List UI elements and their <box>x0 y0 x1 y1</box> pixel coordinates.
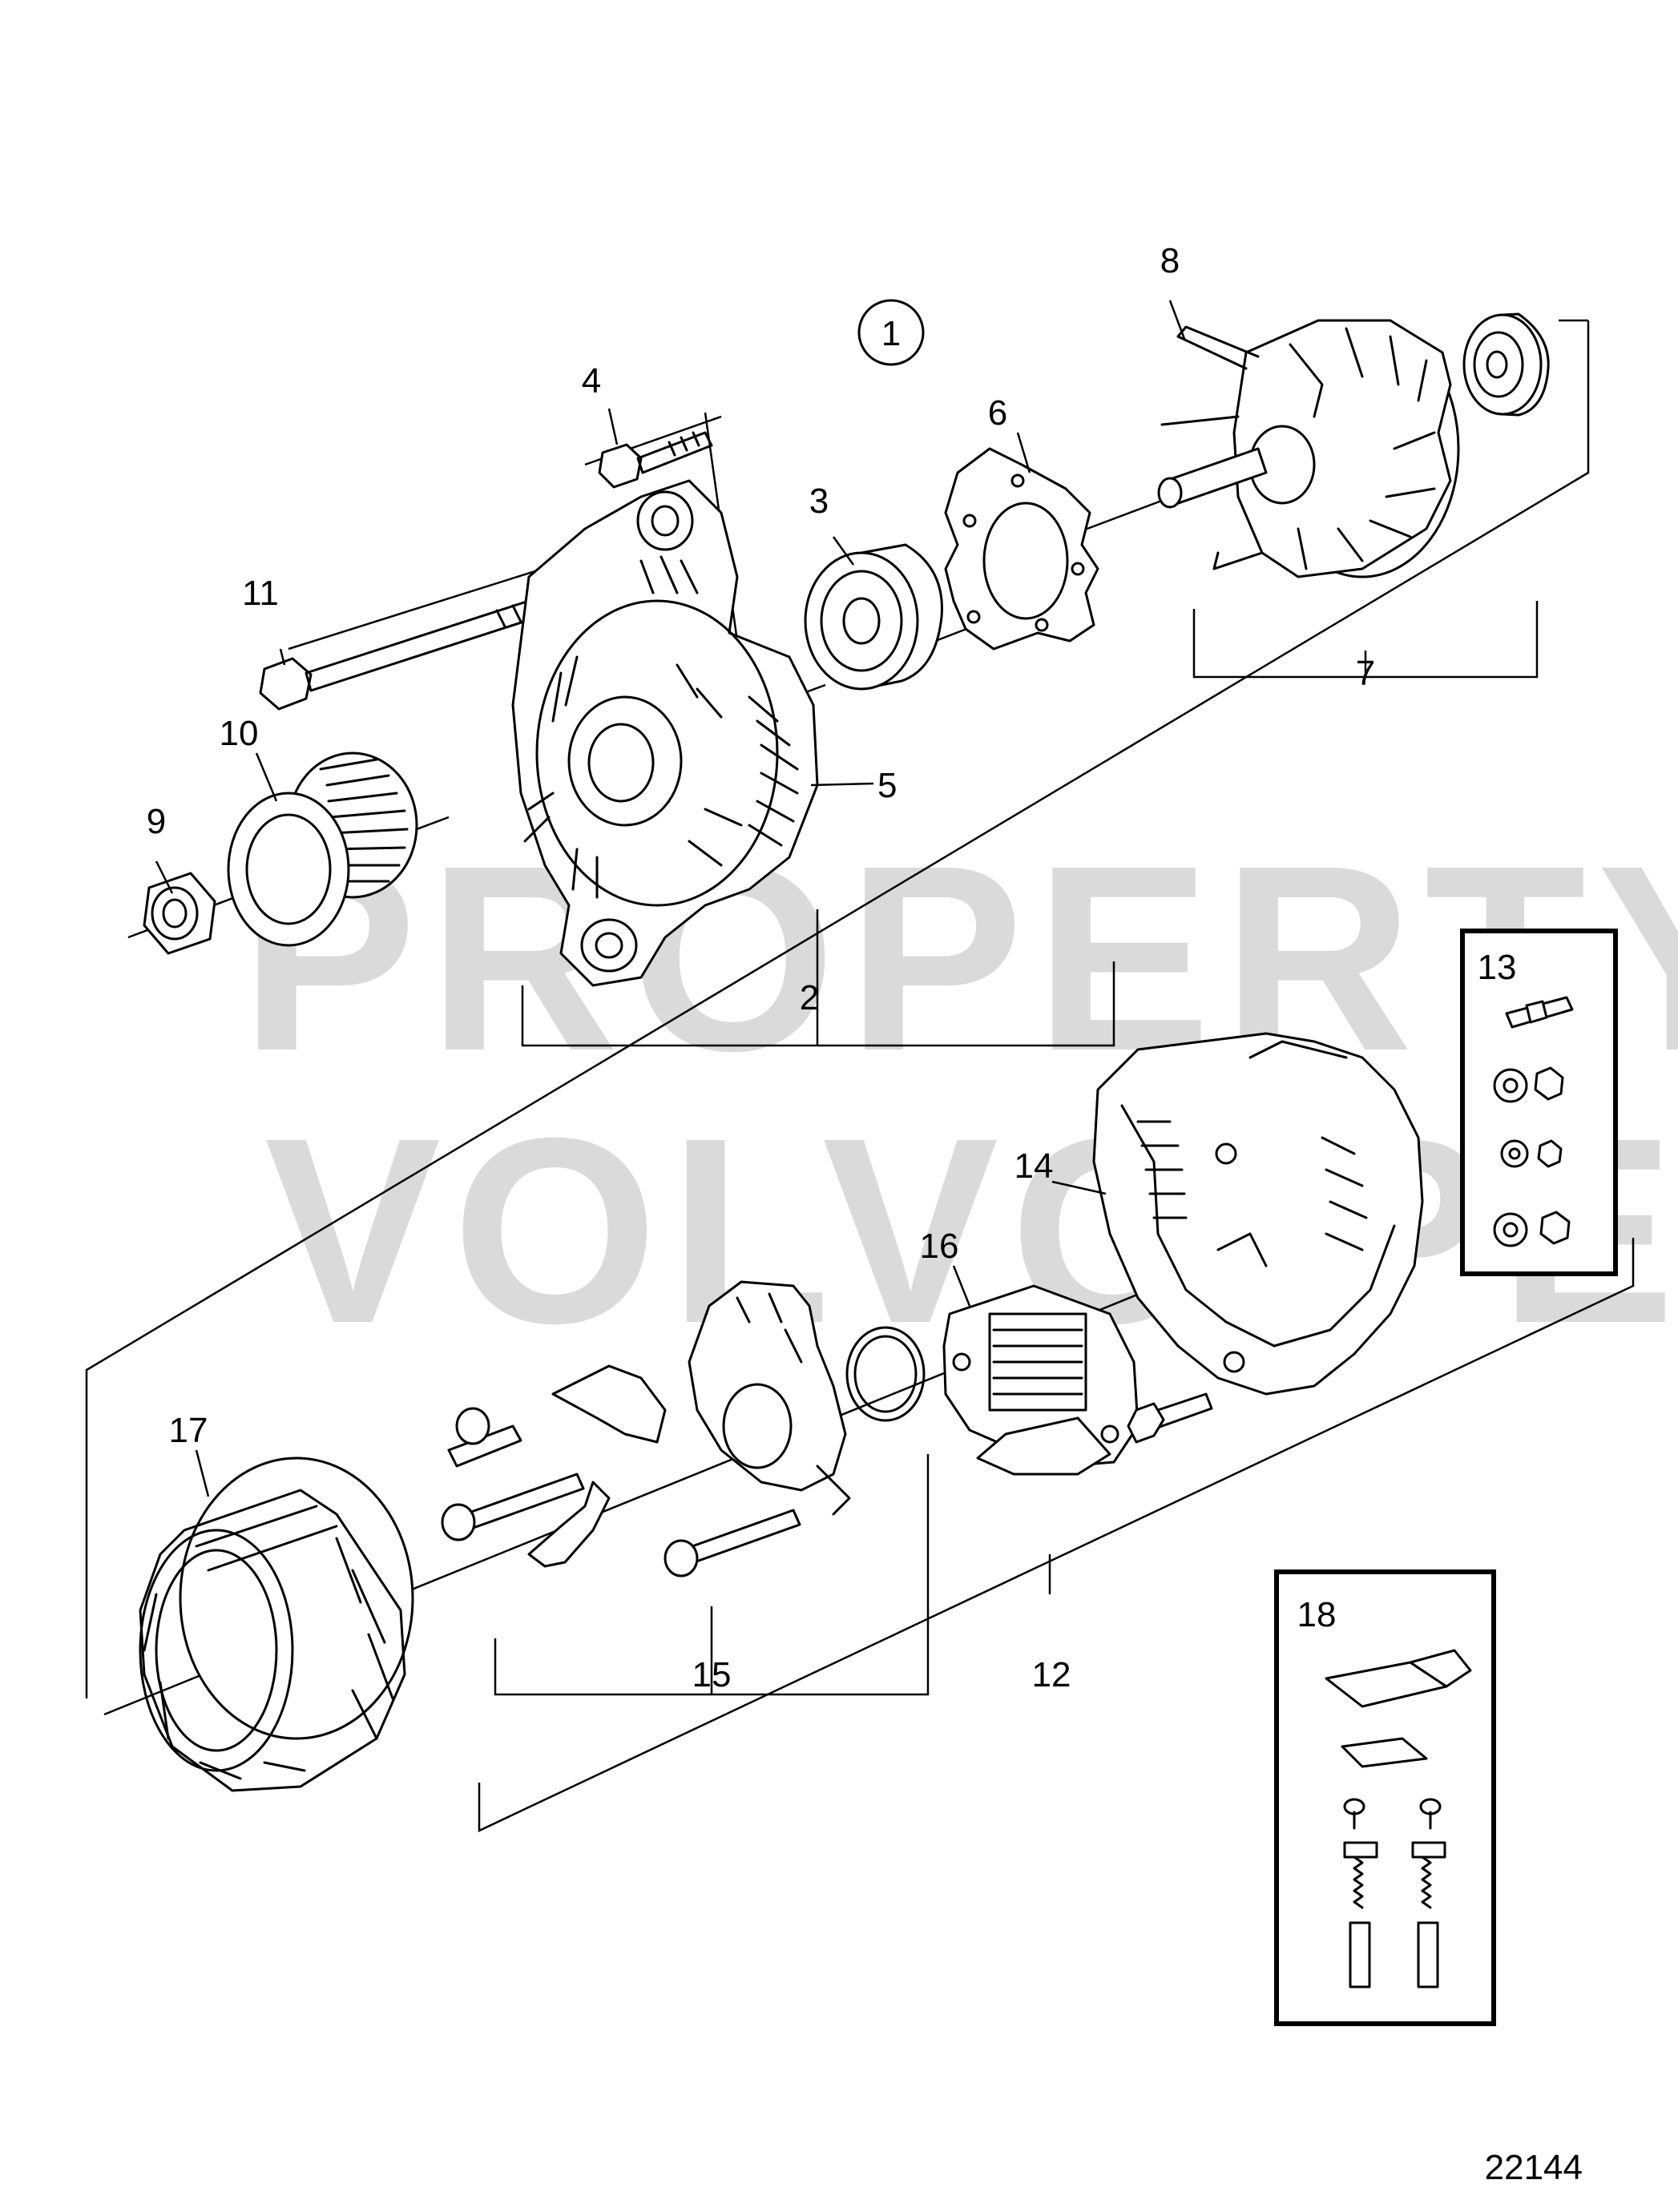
part-3-bearing <box>804 543 943 691</box>
callout-16: 16 <box>920 1227 959 1266</box>
part-4-screw <box>598 431 713 489</box>
callout-7: 7 <box>1356 654 1375 693</box>
callout-2: 2 <box>800 978 819 1017</box>
callout-3: 3 <box>809 481 829 521</box>
kit-box-13 <box>1460 929 1618 1276</box>
callout-5: 5 <box>877 766 897 805</box>
part-9-nut <box>143 872 216 955</box>
callout-11: 11 <box>242 574 279 613</box>
part-8-bearing <box>1462 312 1550 417</box>
part-6-retaining-plate <box>944 447 1099 651</box>
part-17-stator <box>139 1457 414 1792</box>
callout-4: 4 <box>582 361 601 401</box>
callout-8: 8 <box>1160 241 1180 280</box>
drawing-number: 22144 <box>1485 2148 1583 2187</box>
watermark: PROPERTY OF VOLVO PENTA <box>240 810 1678 1378</box>
part-5-drive-end-housing <box>511 479 819 987</box>
snap-ring <box>845 1326 926 1422</box>
callout-10: 10 <box>220 714 259 753</box>
part-16-rectifier <box>942 1284 1213 1476</box>
group-marker-label: 1 <box>881 314 901 353</box>
callout-leaders <box>155 300 1186 1497</box>
callout-17: 17 <box>169 1411 208 1450</box>
part-10-pulley <box>227 751 418 947</box>
watermark-line-1: PROPERTY OF <box>240 810 1678 1106</box>
callout-6: 6 <box>988 393 1007 433</box>
callout-15: 15 <box>692 1655 732 1694</box>
assembly-brackets <box>85 319 1635 1832</box>
part-15-brush-holder <box>441 1280 851 1577</box>
part-14-rear-housing <box>1092 1032 1424 1396</box>
callout-14: 14 <box>1014 1146 1054 1186</box>
callout-13: 13 <box>1478 948 1517 987</box>
part-7-rotor <box>1157 319 1460 578</box>
callout-labels: 2 3 4 5 6 7 8 9 10 11 12 13 14 15 16 17 … <box>147 241 1517 1694</box>
callout-12: 12 <box>1032 1655 1071 1694</box>
callout-18: 18 <box>1297 1595 1337 1634</box>
group-marker: 1 <box>857 299 925 366</box>
callout-9: 9 <box>147 802 166 841</box>
kit-box-18 <box>1274 1569 1496 2026</box>
